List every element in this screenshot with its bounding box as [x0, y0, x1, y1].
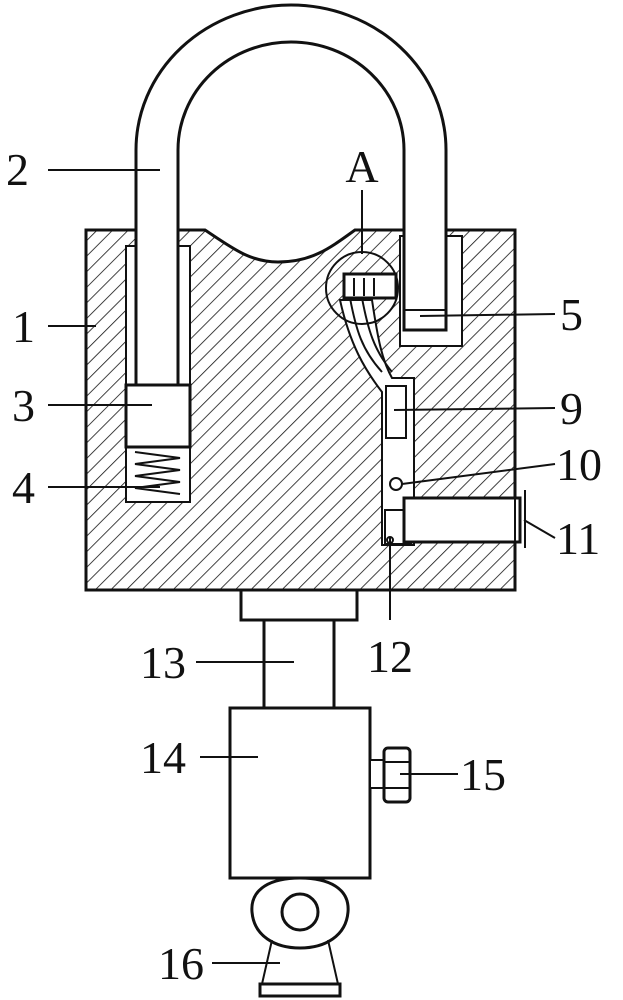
- housing: [230, 708, 370, 878]
- detail-marker-label: A: [345, 141, 378, 192]
- callout-1: 1: [12, 301, 35, 352]
- knob-stem: [370, 760, 384, 788]
- sensor-block: [386, 386, 406, 438]
- callout-3: 3: [12, 380, 35, 431]
- neck-collar: [241, 590, 357, 620]
- callout-13: 13: [140, 637, 186, 688]
- callout-10: 10: [556, 439, 602, 490]
- sensor-port: [390, 478, 402, 490]
- key-cylinder: [404, 498, 520, 542]
- latch-head: [344, 274, 396, 298]
- plunger: [126, 385, 190, 447]
- mount-base: [260, 984, 340, 996]
- hinge-eye: [282, 894, 318, 930]
- callout-4: 4: [12, 462, 35, 513]
- callout-9: 9: [560, 383, 583, 434]
- callout-14: 14: [140, 732, 186, 783]
- callout-16: 16: [158, 938, 204, 989]
- callout-11: 11: [556, 513, 600, 564]
- connecting-rod: [264, 620, 334, 708]
- callout-12: 12: [367, 631, 413, 682]
- callout-5: 5: [560, 289, 583, 340]
- callout-2: 2: [6, 144, 29, 195]
- callout-15: 15: [460, 749, 506, 800]
